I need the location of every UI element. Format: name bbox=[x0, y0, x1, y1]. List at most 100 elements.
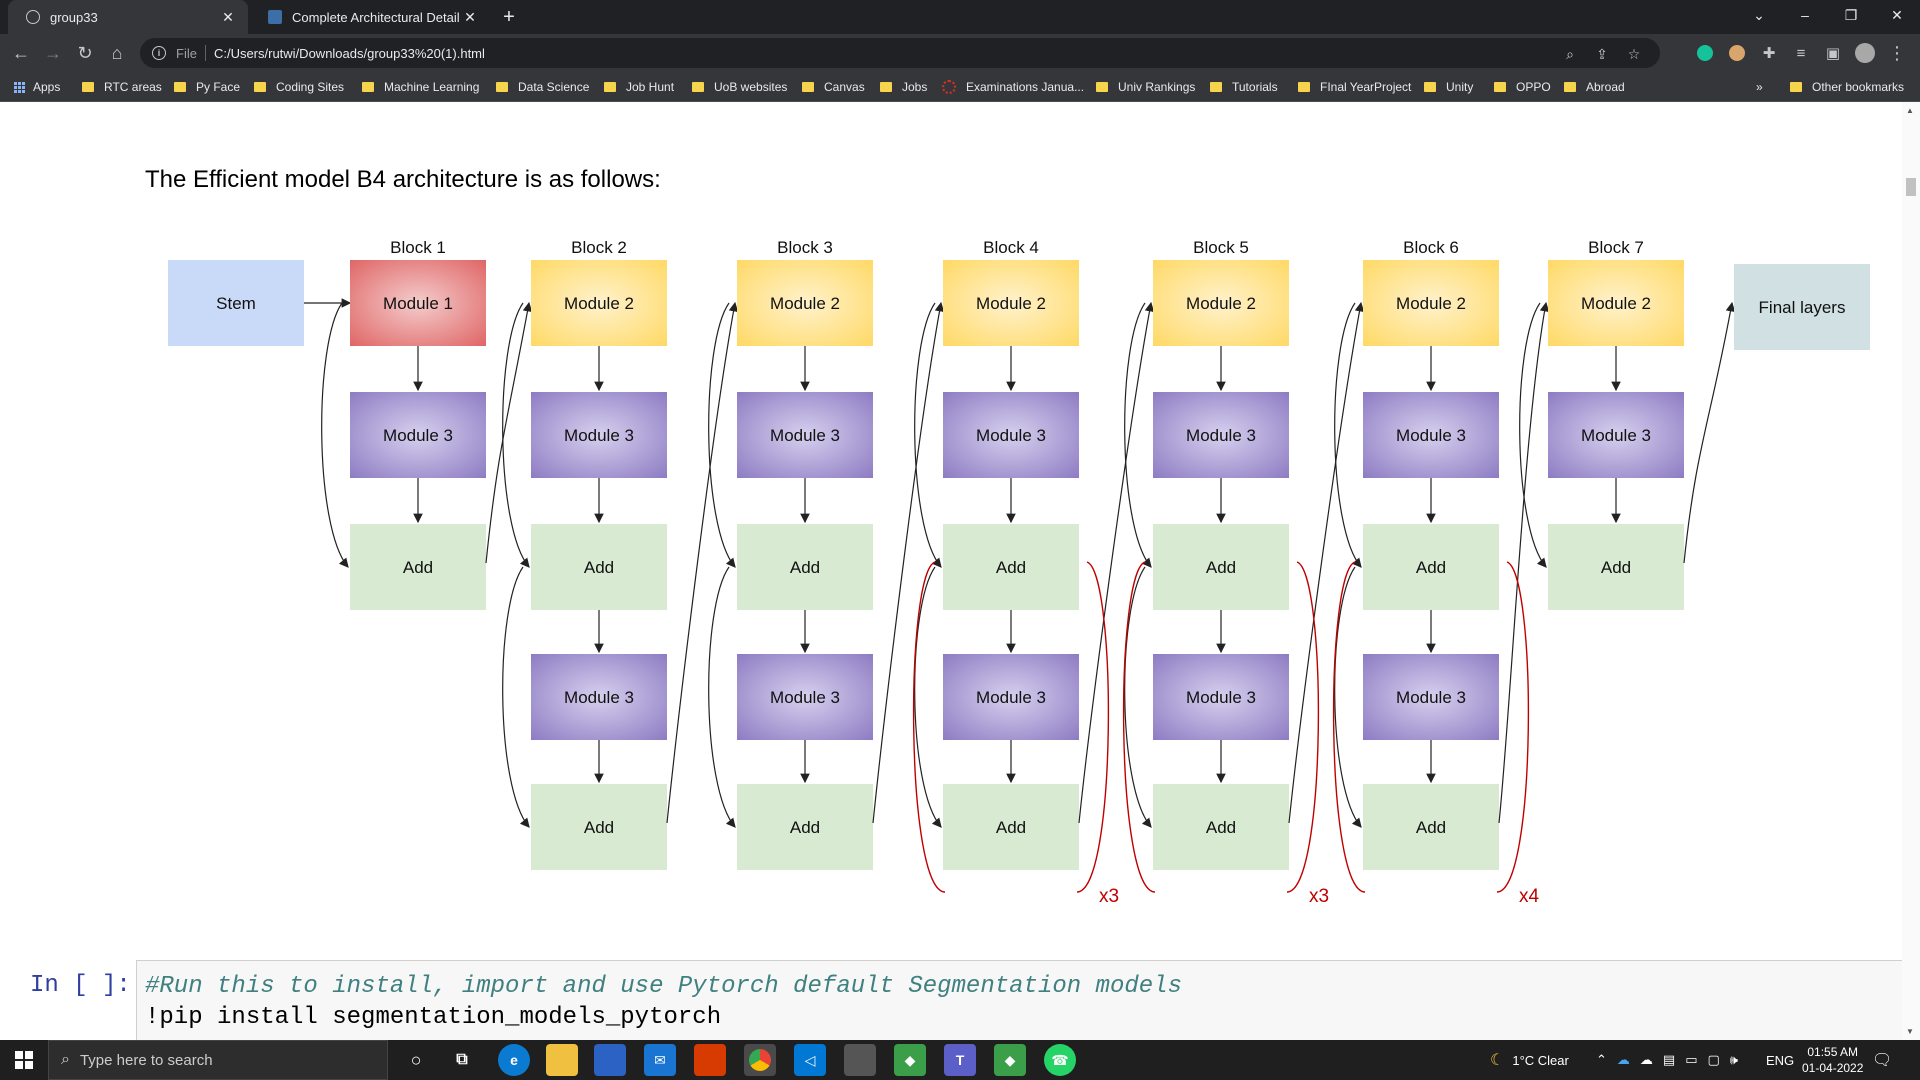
chrome-icon[interactable] bbox=[744, 1044, 776, 1076]
repeat-bracket-right bbox=[1076, 561, 1110, 893]
module-2-box-label: Module 2 bbox=[1186, 294, 1256, 313]
tab-search-button[interactable]: ⌄ bbox=[1753, 6, 1765, 23]
other-bookmarks[interactable]: Other bookmarks bbox=[1790, 72, 1904, 102]
add-box-label: Add bbox=[584, 818, 614, 837]
address-bar[interactable]: i File C:/Users/rutwi/Downloads/group33%… bbox=[140, 38, 1660, 68]
bookmark-folder[interactable]: Jobs bbox=[880, 72, 927, 102]
git-icon[interactable]: ◆ bbox=[894, 1044, 926, 1076]
git-gui-icon[interactable]: ◆ bbox=[994, 1044, 1026, 1076]
bookmark-label: FInal YearProject bbox=[1320, 80, 1412, 94]
network-icon[interactable]: ▤ bbox=[1662, 1052, 1676, 1067]
bookmark-folder[interactable]: OPPO bbox=[1494, 72, 1551, 102]
close-tab-icon[interactable]: ✕ bbox=[222, 8, 234, 25]
clock[interactable]: 01:55 AM 01-04-2022 bbox=[1802, 1040, 1863, 1080]
chevron-up-icon[interactable]: ⌃ bbox=[1596, 1052, 1607, 1067]
skip-connection-arrow bbox=[914, 302, 942, 568]
folder-icon bbox=[496, 82, 508, 92]
module-3-box-label: Module 3 bbox=[770, 688, 840, 707]
add-box-label: Add bbox=[1206, 818, 1236, 837]
module-2-box bbox=[1548, 260, 1684, 346]
bookmark-folder[interactable]: RTC areas bbox=[82, 72, 162, 102]
forward-icon[interactable]: → bbox=[44, 42, 62, 63]
language-indicator[interactable]: ENG bbox=[1766, 1052, 1795, 1068]
onedrive-icon[interactable]: ☁ bbox=[1616, 1052, 1630, 1067]
display-icon[interactable]: ▢ bbox=[1707, 1052, 1720, 1067]
bookmark-label: Univ Rankings bbox=[1118, 80, 1196, 94]
file-explorer-icon[interactable] bbox=[546, 1044, 578, 1076]
bookmark-apps[interactable]: Apps bbox=[14, 72, 60, 102]
code-editor[interactable]: #Run this to install, import and use Pyt… bbox=[136, 960, 1906, 1040]
bookmark-folder[interactable]: Machine Learning bbox=[362, 72, 479, 102]
vertical-scrollbar[interactable]: ▲ ▼ bbox=[1902, 102, 1920, 1040]
battery-icon[interactable]: ▭ bbox=[1685, 1052, 1698, 1067]
module-2-box-label: Module 2 bbox=[770, 294, 840, 313]
add-box-label: Add bbox=[790, 818, 820, 837]
bookmarks-overflow-button[interactable]: » bbox=[1756, 80, 1763, 94]
scroll-up-icon[interactable]: ▲ bbox=[1906, 106, 1914, 115]
bookmark-folder[interactable]: Coding Sites bbox=[254, 72, 344, 102]
code-cell[interactable]: In [ ]: #Run this to install, import and… bbox=[0, 960, 1920, 1040]
skip-connection-arrow bbox=[1519, 302, 1547, 568]
tab-group33[interactable]: group33 ✕ bbox=[8, 0, 248, 34]
info-icon[interactable]: i bbox=[152, 46, 166, 60]
restore-button[interactable]: ❐ bbox=[1844, 6, 1858, 23]
task-view-icon[interactable]: ⧉ bbox=[456, 1051, 468, 1068]
side-panel-icon[interactable]: ▣ bbox=[1825, 45, 1841, 62]
scroll-down-icon[interactable]: ▼ bbox=[1906, 1027, 1914, 1036]
bookmark-label: Jobs bbox=[902, 80, 928, 94]
close-tab-icon[interactable]: ✕ bbox=[464, 8, 476, 25]
back-icon[interactable]: ← bbox=[12, 42, 30, 63]
bookmark-link[interactable]: Examinations Janua... bbox=[942, 72, 1084, 102]
windows-start-icon[interactable] bbox=[8, 1044, 40, 1076]
scroll-thumb[interactable] bbox=[1906, 178, 1916, 196]
grammarly-extension-icon[interactable] bbox=[1690, 34, 1720, 72]
reading-list-icon[interactable]: ≡ bbox=[1796, 44, 1806, 62]
loading-icon bbox=[942, 80, 956, 94]
reload-icon[interactable]: ↻ bbox=[77, 42, 93, 63]
bookmark-folder[interactable]: Py Face bbox=[174, 72, 240, 102]
taskbar-search-input[interactable]: ⌕ Type here to search bbox=[48, 1040, 388, 1080]
mail-icon[interactable]: ✉ bbox=[644, 1044, 676, 1076]
bookmark-folder[interactable]: UoB websites bbox=[692, 72, 787, 102]
whatsapp-icon[interactable]: ☎ bbox=[1044, 1044, 1076, 1076]
bookmark-folder[interactable]: Abroad bbox=[1564, 72, 1625, 102]
office-icon[interactable] bbox=[694, 1044, 726, 1076]
teams-icon[interactable]: T bbox=[944, 1044, 976, 1076]
code-comment: #Run this to install, import and use Pyt… bbox=[145, 973, 1182, 1000]
cloud-icon[interactable]: ☁ bbox=[1639, 1052, 1653, 1067]
new-tab-button[interactable]: + bbox=[503, 5, 515, 28]
bookmark-star-icon[interactable]: ☆ bbox=[1627, 45, 1641, 62]
tray-icons[interactable]: ⌃ ☁ ☁ ▤ ▭ ▢ 🕪 bbox=[1596, 1040, 1738, 1080]
add-box-label: Add bbox=[790, 558, 820, 577]
module-3-box bbox=[531, 654, 667, 740]
bookmark-folder[interactable]: Unity bbox=[1424, 72, 1473, 102]
zoom-icon[interactable]: ⌕ bbox=[1566, 45, 1574, 62]
store-icon[interactable] bbox=[594, 1044, 626, 1076]
notifications-icon[interactable]: 🗨 bbox=[1872, 1052, 1893, 1069]
bookmark-folder[interactable]: Job Hunt bbox=[604, 72, 674, 102]
profile-avatar[interactable] bbox=[1850, 34, 1880, 72]
minimize-button[interactable]: – bbox=[1801, 7, 1809, 23]
tab-architectural-details[interactable]: Complete Architectural Details of ✕ bbox=[250, 0, 490, 34]
cortana-icon[interactable]: ○ bbox=[410, 1049, 422, 1070]
share-icon[interactable]: ⇪ bbox=[1596, 45, 1608, 62]
bookmark-label: Apps bbox=[33, 80, 61, 94]
terminal-icon[interactable] bbox=[844, 1044, 876, 1076]
menu-icon[interactable]: ⋮ bbox=[1888, 42, 1906, 63]
bookmark-folder[interactable]: Canvas bbox=[802, 72, 865, 102]
home-icon[interactable]: ⌂ bbox=[111, 42, 123, 63]
bookmark-folder[interactable]: Data Science bbox=[496, 72, 589, 102]
extension-icon[interactable] bbox=[1722, 34, 1752, 72]
close-window-button[interactable]: ✕ bbox=[1891, 6, 1903, 23]
bookmark-folder[interactable]: Univ Rankings bbox=[1096, 72, 1195, 102]
module-3-box bbox=[1153, 654, 1289, 740]
puzzle-extensions-icon[interactable]: ✚ bbox=[1762, 45, 1776, 62]
weather-widget[interactable]: ☾ 1°C Clear bbox=[1490, 1040, 1569, 1080]
vscode-icon[interactable]: ◁ bbox=[794, 1044, 826, 1076]
bookmark-folder[interactable]: FInal YearProject bbox=[1298, 72, 1411, 102]
folder-icon bbox=[82, 82, 94, 92]
volume-icon[interactable]: 🕪 bbox=[1729, 1052, 1738, 1067]
folder-icon bbox=[1298, 82, 1310, 92]
bookmark-folder[interactable]: Tutorials bbox=[1210, 72, 1278, 102]
edge-icon[interactable]: e bbox=[498, 1044, 530, 1076]
